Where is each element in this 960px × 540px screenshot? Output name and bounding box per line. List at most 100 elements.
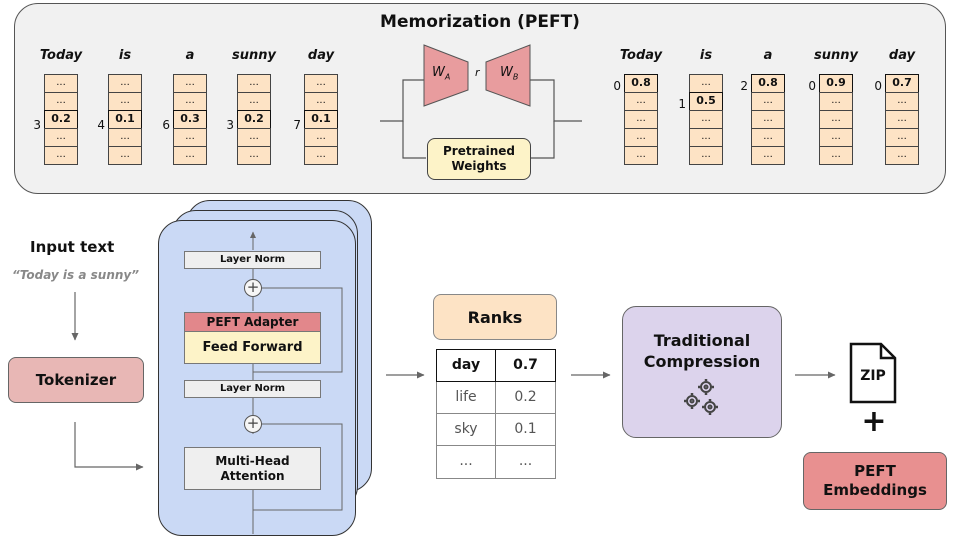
cell: ...	[885, 128, 919, 147]
rank-value: 0.1	[496, 414, 556, 446]
cell: ...	[237, 146, 271, 165]
cell: ...	[751, 110, 785, 129]
table-row: life 0.2	[436, 382, 556, 414]
cell: ...	[44, 128, 78, 147]
cell: ...	[44, 146, 78, 165]
right-column-a: 0.8 ... ... ... ...	[751, 74, 785, 165]
right-rank-a: 2	[740, 79, 748, 93]
ranks-title-box: Ranks	[433, 294, 557, 340]
wb-label: WB	[500, 65, 519, 82]
left-column-is: ... ... 0.1 ... ...	[108, 74, 142, 165]
cell: ...	[173, 146, 207, 165]
right-column-is: ... 0.5 ... ... ...	[689, 74, 723, 165]
cell-value: 0.2	[237, 110, 271, 129]
left-column-day: ... ... 0.1 ... ...	[304, 74, 338, 165]
pretrained-line1: Pretrained	[443, 144, 515, 158]
cell-value: 0.1	[108, 110, 142, 129]
left-word-today: Today	[39, 48, 83, 63]
cell: ...	[304, 92, 338, 111]
wa-trapezoid	[423, 44, 469, 107]
table-row: ... ...	[436, 446, 556, 479]
right-word-sunny: sunny	[814, 48, 858, 63]
left-column-a: ... ... 0.3 ... ...	[173, 74, 207, 165]
cell-value: 0.7	[885, 74, 919, 93]
cell: ...	[819, 110, 853, 129]
rank-token: day	[436, 349, 496, 382]
cell: ...	[624, 146, 658, 165]
cell: ...	[885, 146, 919, 165]
layer-norm-bottom: Layer Norm	[184, 380, 321, 398]
connector-lines	[71, 292, 836, 471]
cell-value: 0.9	[819, 74, 853, 93]
right-rank-day: 0	[874, 79, 882, 93]
cell: ...	[751, 128, 785, 147]
left-rank-a: 6	[162, 118, 170, 132]
cell: ...	[173, 74, 207, 93]
input-text-label: Input text	[30, 238, 115, 256]
cell: ...	[689, 128, 723, 147]
cell: ...	[237, 92, 271, 111]
right-word-today: Today	[619, 48, 663, 63]
cell-value: 0.5	[689, 92, 723, 111]
plus-sign: +	[861, 404, 887, 439]
layer-norm-top: Layer Norm	[184, 251, 321, 269]
rank-value: ...	[496, 446, 556, 479]
cell-value: 0.1	[304, 110, 338, 129]
left-word-day: day	[307, 48, 335, 63]
right-rank-sunny: 0	[808, 79, 816, 93]
pretrained-line2: Weights	[451, 159, 507, 173]
ranks-table: day 0.7 life 0.2 sky 0.1 ... ...	[436, 349, 556, 479]
cell: ...	[885, 92, 919, 111]
cell-value: 0.8	[624, 74, 658, 93]
left-word-is: is	[118, 48, 132, 63]
wa-label: WA	[432, 65, 451, 82]
right-word-is: is	[699, 48, 713, 63]
right-word-day: day	[888, 48, 916, 63]
right-column-sunny: 0.9 ... ... ... ...	[819, 74, 853, 165]
memorization-title: Memorization (PEFT)	[380, 12, 580, 32]
left-rank-day: 7	[293, 118, 301, 132]
cell: ...	[751, 92, 785, 111]
cell: ...	[624, 110, 658, 129]
lora-diagram	[380, 44, 582, 159]
cell: ...	[173, 92, 207, 111]
cell: ...	[819, 92, 853, 111]
cell: ...	[108, 146, 142, 165]
cell: ...	[304, 74, 338, 93]
cell: ...	[689, 146, 723, 165]
left-column-today: ... ... 0.2 ... ...	[44, 74, 78, 165]
right-word-a: a	[763, 48, 773, 63]
input-text-value: “Today is a sunny”	[12, 268, 139, 282]
r-label: r	[475, 66, 480, 79]
left-rank-is: 4	[97, 118, 105, 132]
left-column-sunny: ... ... 0.2 ... ...	[237, 74, 271, 165]
cell: ...	[624, 92, 658, 111]
cell: ...	[624, 128, 658, 147]
ranks-title: Ranks	[467, 307, 523, 327]
zip-label: ZIP	[860, 368, 886, 384]
left-word-a: a	[185, 48, 195, 63]
cell: ...	[819, 146, 853, 165]
cell: ...	[44, 92, 78, 111]
cell-value: 0.8	[751, 74, 785, 93]
tokenizer-box: Tokenizer	[8, 357, 144, 403]
rank-value: 0.7	[496, 349, 556, 382]
cell: ...	[304, 146, 338, 165]
cell: ...	[108, 92, 142, 111]
gears-icon	[684, 379, 718, 415]
right-column-day: 0.7 ... ... ... ...	[885, 74, 919, 165]
residual-add-top: +	[244, 279, 262, 297]
cell: ...	[108, 74, 142, 93]
cell: ...	[689, 110, 723, 129]
cell: ...	[44, 74, 78, 93]
transformer-internal-lines	[250, 231, 343, 534]
cell: ...	[237, 74, 271, 93]
zip-file-icon	[849, 342, 897, 404]
cell: ...	[885, 110, 919, 129]
left-rank-sunny: 3	[226, 118, 234, 132]
right-rank-is: 1	[678, 97, 686, 111]
left-word-sunny: sunny	[232, 48, 276, 63]
